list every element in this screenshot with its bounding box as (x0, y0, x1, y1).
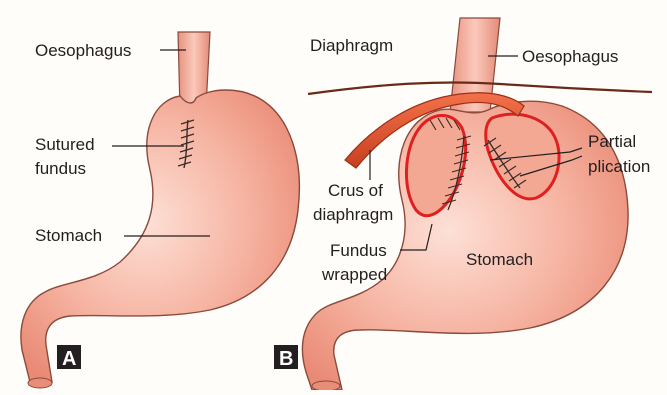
pylorus-a (28, 378, 52, 388)
pylorus-b (312, 381, 340, 390)
label-stomach-a: Stomach (35, 226, 102, 245)
label-plication: plication (588, 157, 650, 176)
label-wrapped: wrapped (321, 265, 387, 284)
label-oesophagus-b: Oesophagus (522, 47, 618, 66)
panel-b-letter: B (279, 348, 293, 370)
label-diaphragm-crus: diaphragm (313, 205, 393, 224)
label-sutured-a: Sutured (35, 135, 95, 154)
panel-a-letter: A (62, 348, 76, 370)
label-fundus-a: fundus (35, 159, 86, 178)
label-stomach-b: Stomach (466, 250, 533, 269)
label-crus-of: Crus of (328, 181, 383, 200)
panel-b: Diaphragm Oesophagus Partial plication C… (274, 18, 652, 390)
label-fundus: Fundus (330, 241, 387, 260)
label-diaphragm: Diaphragm (310, 36, 393, 55)
panel-a: Oesophagus Sutured fundus Stomach A (21, 32, 299, 388)
label-partial: Partial (588, 132, 636, 151)
label-oesophagus-a: Oesophagus (35, 41, 131, 60)
